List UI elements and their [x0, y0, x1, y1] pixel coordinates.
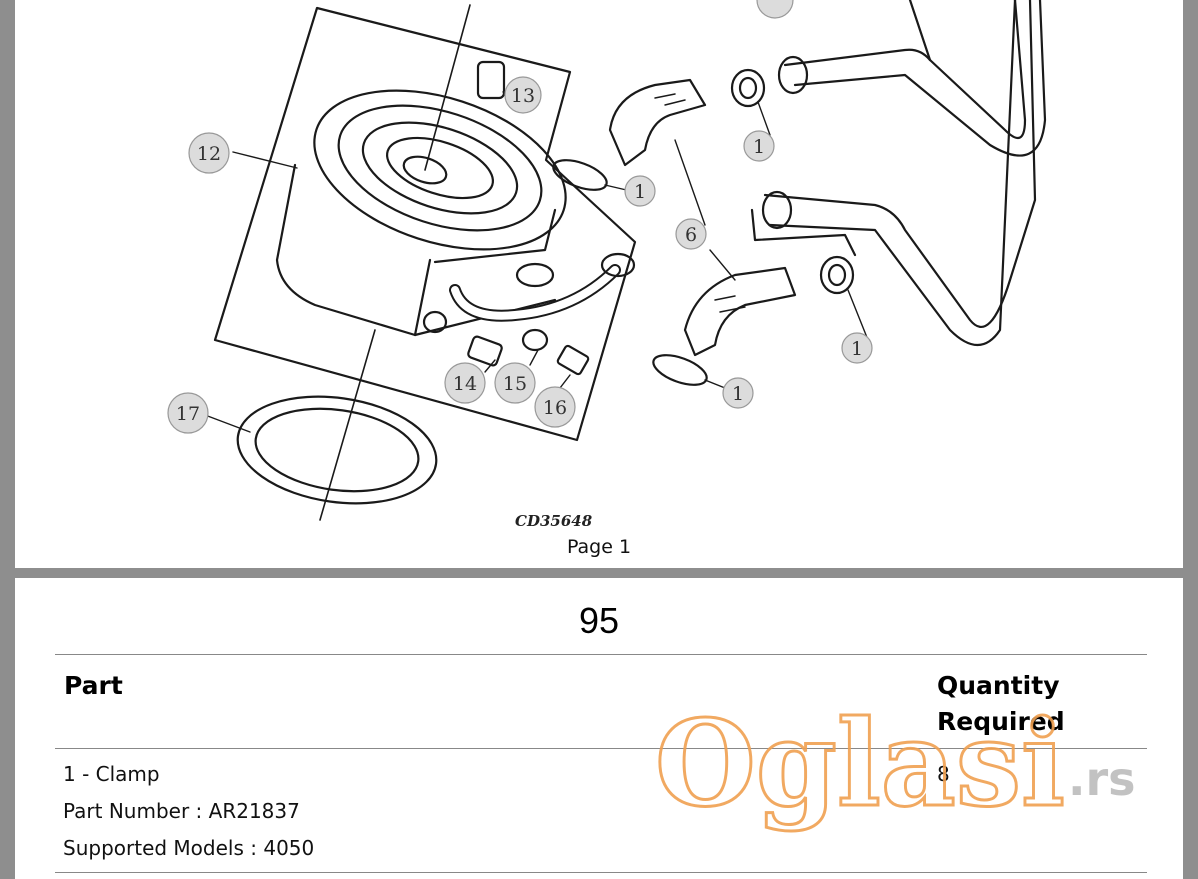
hose-upper	[608, 78, 707, 167]
header-quantity: Quantity	[937, 671, 1060, 700]
diagram-code: CD35648	[515, 512, 593, 530]
parts-diagram: 12 13 17 14 15 16 6 1 1 1 1	[167, 0, 1047, 521]
bolt-13	[476, 60, 506, 100]
hose-lower	[683, 266, 797, 357]
callout-6: 6	[685, 224, 697, 246]
callout-1-top: 1	[753, 136, 765, 158]
callout-17: 17	[176, 403, 200, 425]
table-bottom-rule	[55, 872, 1147, 873]
seal-ring	[236, 395, 438, 505]
callout-1-mid: 1	[634, 181, 646, 203]
part-number: Part Number : AR21837	[63, 799, 300, 823]
callout-14: 14	[453, 373, 477, 395]
callout-1-bottom: 1	[732, 383, 744, 405]
diagram-page: 12 13 17 14 15 16 6 1 1 1 1 CD35648 Page…	[15, 0, 1183, 568]
page-label: Page 1	[566, 536, 632, 558]
parts-page: 95 Part Quantity Required 1 - Clamp Part…	[15, 578, 1183, 879]
callout-13: 13	[511, 85, 535, 107]
callout-1-right: 1	[851, 338, 863, 360]
callout-16: 16	[543, 397, 567, 419]
clamps	[552, 68, 855, 386]
table-top-rule	[55, 654, 1147, 655]
supported-models: Supported Models : 4050	[63, 836, 315, 860]
page-number: 95	[578, 600, 620, 641]
oil-cooler	[275, 89, 567, 337]
pipes	[750, 0, 1047, 346]
part-name: 1 - Clamp	[63, 762, 160, 786]
table-header-rule	[55, 748, 1147, 749]
callout-15: 15	[503, 373, 527, 395]
header-part: Part	[64, 671, 123, 700]
header-required: Required	[937, 707, 1065, 736]
assembly-outline	[213, 6, 637, 442]
callout-12: 12	[197, 143, 221, 165]
quantity-value: 8	[937, 762, 950, 786]
